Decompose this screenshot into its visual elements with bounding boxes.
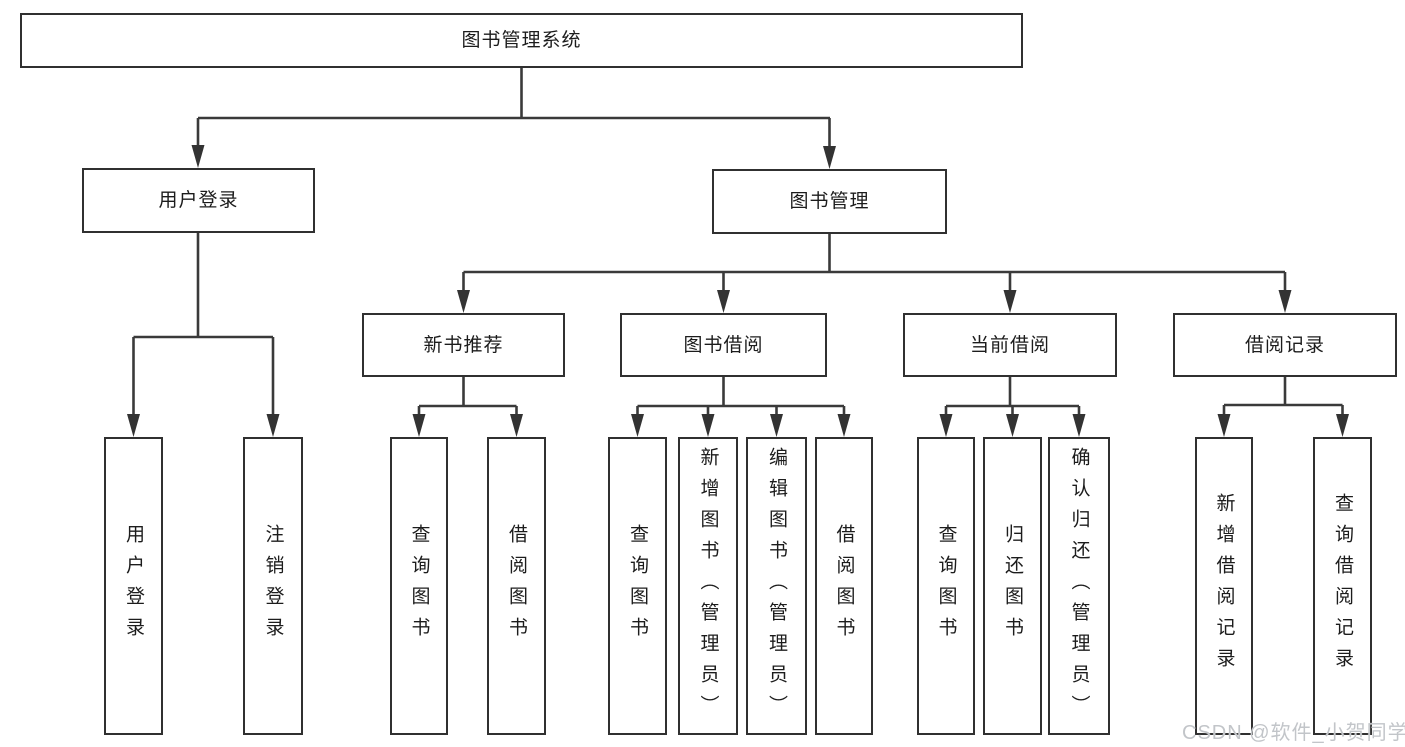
node-book-management: 图书管理 — [712, 169, 947, 234]
node-current-borrowing: 当前借阅 — [903, 313, 1117, 377]
node-new-book-recommend: 新书推荐 — [362, 313, 565, 377]
node-leaf-borrow-books: 借阅图书 — [815, 437, 873, 735]
node-borrowing-records-label: 借阅记录 — [1244, 334, 1325, 356]
node-root: 图书管理系统 — [20, 13, 1023, 68]
node-leaf-query-books-borrow-label: 查询图书 — [627, 524, 648, 648]
node-book-borrowing: 图书借阅 — [620, 313, 827, 377]
node-leaf-query-books-recommend-label: 查询图书 — [408, 524, 430, 648]
node-leaf-edit-books-admin-label: 编辑图书（管理员） — [766, 446, 787, 726]
node-borrowing-records: 借阅记录 — [1173, 313, 1397, 377]
node-user-login-label: 用户登录 — [158, 190, 239, 211]
node-leaf-add-books-admin-label: 新增图书（管理员） — [697, 446, 719, 726]
node-leaf-query-books-borrow: 查询图书 — [608, 437, 667, 735]
node-leaf-query-books-recommend: 查询图书 — [390, 437, 448, 735]
node-leaf-user-login-label: 用户登录 — [123, 524, 144, 648]
node-leaf-query-borrow-record: 查询借阅记录 — [1313, 437, 1372, 735]
node-leaf-return-books: 归还图书 — [983, 437, 1042, 735]
node-leaf-query-books-current-label: 查询图书 — [935, 524, 957, 648]
node-leaf-borrow-books-recommend-label: 借阅图书 — [506, 524, 527, 648]
node-root-label: 图书管理系统 — [461, 30, 582, 51]
node-leaf-logout-label: 注销登录 — [262, 524, 284, 648]
node-current-borrowing-label: 当前借阅 — [969, 334, 1050, 356]
node-leaf-return-books-label: 归还图书 — [1002, 524, 1023, 648]
node-book-management-label: 图书管理 — [789, 191, 870, 212]
node-leaf-user-login: 用户登录 — [104, 437, 163, 735]
node-user-login: 用户登录 — [82, 168, 315, 233]
node-leaf-logout: 注销登录 — [243, 437, 303, 735]
node-leaf-confirm-return-admin-label: 确认归还（管理员） — [1068, 446, 1090, 726]
node-leaf-add-books-admin: 新增图书（管理员） — [678, 437, 738, 735]
node-leaf-borrow-books-label: 借阅图书 — [833, 524, 855, 648]
node-leaf-confirm-return-admin: 确认归还（管理员） — [1048, 437, 1110, 735]
node-leaf-borrow-books-recommend: 借阅图书 — [487, 437, 546, 735]
csdn-watermark: CSDN @软件_小贺同学 — [1182, 722, 1405, 744]
node-leaf-query-books-current: 查询图书 — [917, 437, 975, 735]
node-leaf-add-borrow-record-label: 新增借阅记录 — [1213, 493, 1235, 679]
node-leaf-edit-books-admin: 编辑图书（管理员） — [746, 437, 807, 735]
node-book-borrowing-label: 图书借阅 — [683, 334, 764, 356]
node-new-book-recommend-label: 新书推荐 — [423, 334, 504, 356]
node-leaf-query-borrow-record-label: 查询借阅记录 — [1332, 493, 1353, 679]
node-leaf-add-borrow-record: 新增借阅记录 — [1195, 437, 1253, 735]
